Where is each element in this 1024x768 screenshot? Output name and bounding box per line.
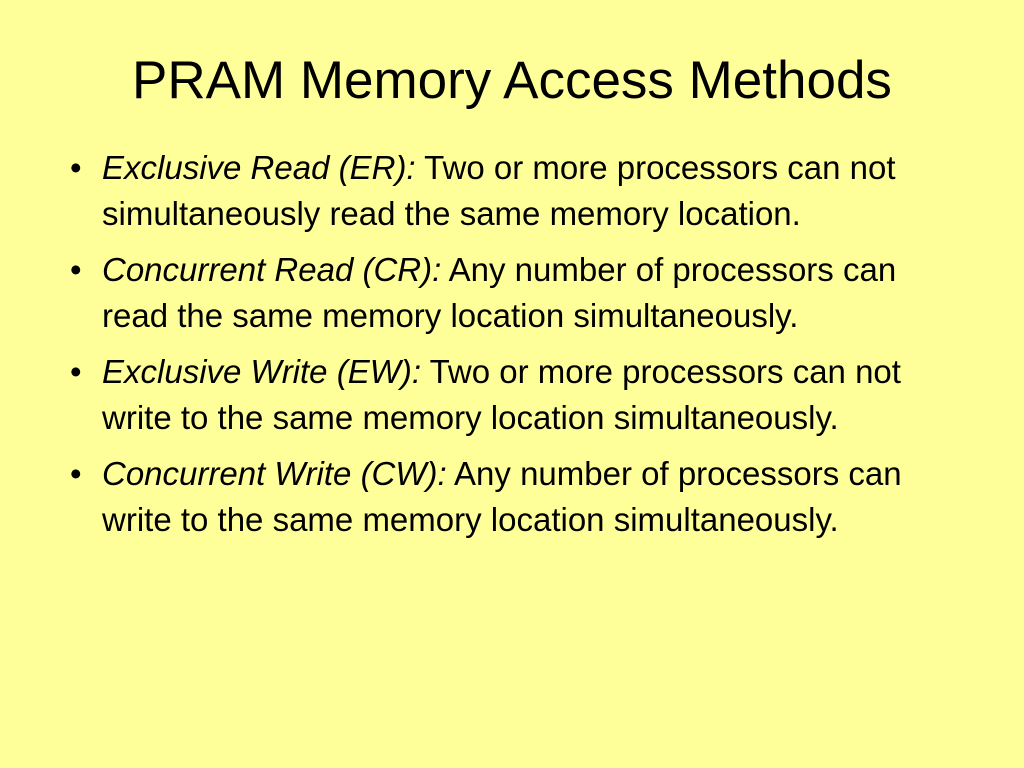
bullet-item-cr: • Concurrent Read (CR): Any number of pr… <box>70 247 970 339</box>
bullet-text: Any number of processors can read the sa… <box>102 251 897 334</box>
bullet-icon: • <box>70 353 82 390</box>
bullet-icon: • <box>70 455 82 492</box>
bullet-icon: • <box>70 149 82 186</box>
bullet-item-ew: • Exclusive Write (EW): Two or more proc… <box>70 349 970 441</box>
bullet-icon: • <box>70 251 82 288</box>
bullet-term: Concurrent Read (CR): <box>102 251 442 288</box>
bullet-item-er: • Exclusive Read (ER): Two or more proce… <box>70 145 970 237</box>
bullet-list: • Exclusive Read (ER): Two or more proce… <box>70 145 970 553</box>
slide-title: PRAM Memory Access Methods <box>132 51 892 110</box>
bullet-term: Exclusive Write (EW): <box>102 353 422 390</box>
bullet-term: Concurrent Write (CW): <box>102 455 447 492</box>
bullet-text: Two or more processors can not simultane… <box>102 149 896 232</box>
bullet-term: Exclusive Read (ER): <box>102 149 416 186</box>
bullet-text: Two or more processors can not write to … <box>102 353 901 436</box>
bullet-item-cw: • Concurrent Write (CW): Any number of p… <box>70 451 970 543</box>
bullet-text: Any number of processors can write to th… <box>102 455 902 538</box>
